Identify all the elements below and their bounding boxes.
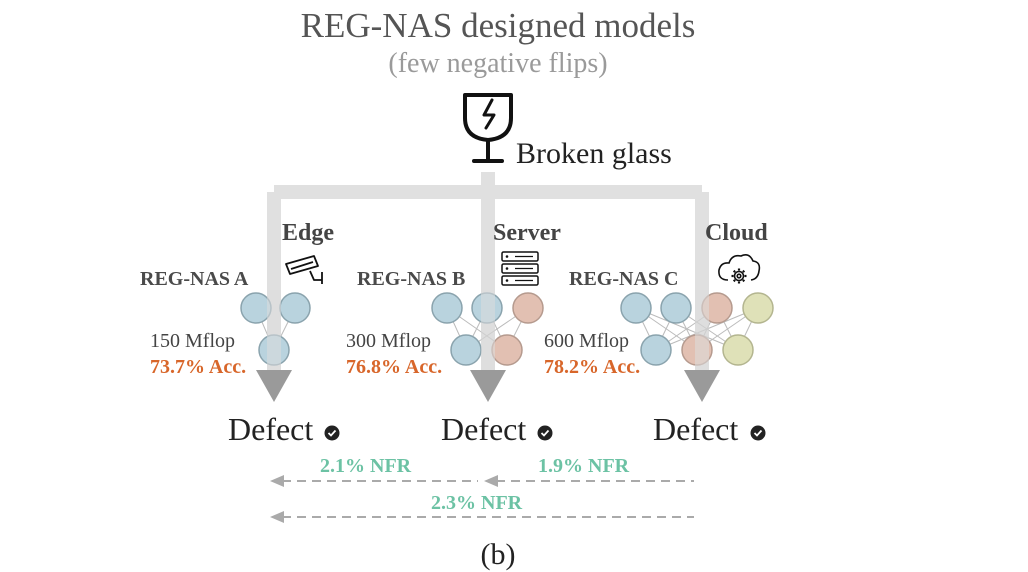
check-circle-icon	[537, 425, 553, 441]
arrowhead-server	[470, 370, 506, 402]
check-circle-icon	[324, 425, 340, 441]
figure-caption: (b)	[480, 538, 516, 571]
cloud-gear-icon	[718, 254, 761, 284]
flow-arrows	[256, 290, 720, 402]
node	[660, 292, 692, 324]
nfr-label-cloud-edge: 2.3% NFR	[431, 492, 523, 514]
output-label-cloud: Defect	[653, 411, 739, 447]
broken-glass-icon	[463, 93, 513, 163]
cctv-camera-icon	[285, 255, 323, 284]
arrowhead-edge	[256, 370, 292, 402]
accuracy-b: 76.8% Acc.	[346, 356, 443, 378]
node	[620, 292, 652, 324]
flops-c: 600 Mflop	[544, 330, 629, 352]
accuracy-c: 78.2% Acc.	[544, 356, 641, 378]
input-label: Broken glass	[516, 137, 672, 170]
node	[640, 334, 672, 366]
model-label-c: REG-NAS C	[569, 268, 679, 290]
flops-b: 300 Mflop	[346, 330, 431, 352]
node	[722, 334, 754, 366]
nfr-label-cloud-server: 1.9% NFR	[538, 455, 630, 477]
model-label-b: REG-NAS B	[357, 268, 466, 290]
diagram-title: REG-NAS designed models	[300, 6, 696, 45]
arrowhead-cloud	[684, 370, 720, 402]
flops-a: 150 Mflop	[150, 330, 235, 352]
node	[742, 292, 774, 324]
tier-label-cloud: Cloud	[705, 220, 768, 246]
server-rack-icon	[501, 251, 539, 286]
node	[431, 292, 463, 324]
diagram-subtitle: (few negative flips)	[388, 48, 608, 79]
network-diagrams	[240, 292, 774, 366]
model-label-a: REG-NAS A	[140, 268, 249, 290]
nfr-label-server-edge: 2.1% NFR	[320, 455, 412, 477]
output-label-server: Defect	[441, 411, 527, 447]
output-label-edge: Defect	[228, 411, 314, 447]
icons-layer	[270, 93, 766, 523]
node	[512, 292, 544, 324]
accuracy-a: 73.7% Acc.	[150, 356, 247, 378]
tier-label-edge: Edge	[282, 220, 335, 246]
check-circle-icon	[750, 425, 766, 441]
tier-label-server: Server	[493, 220, 561, 246]
